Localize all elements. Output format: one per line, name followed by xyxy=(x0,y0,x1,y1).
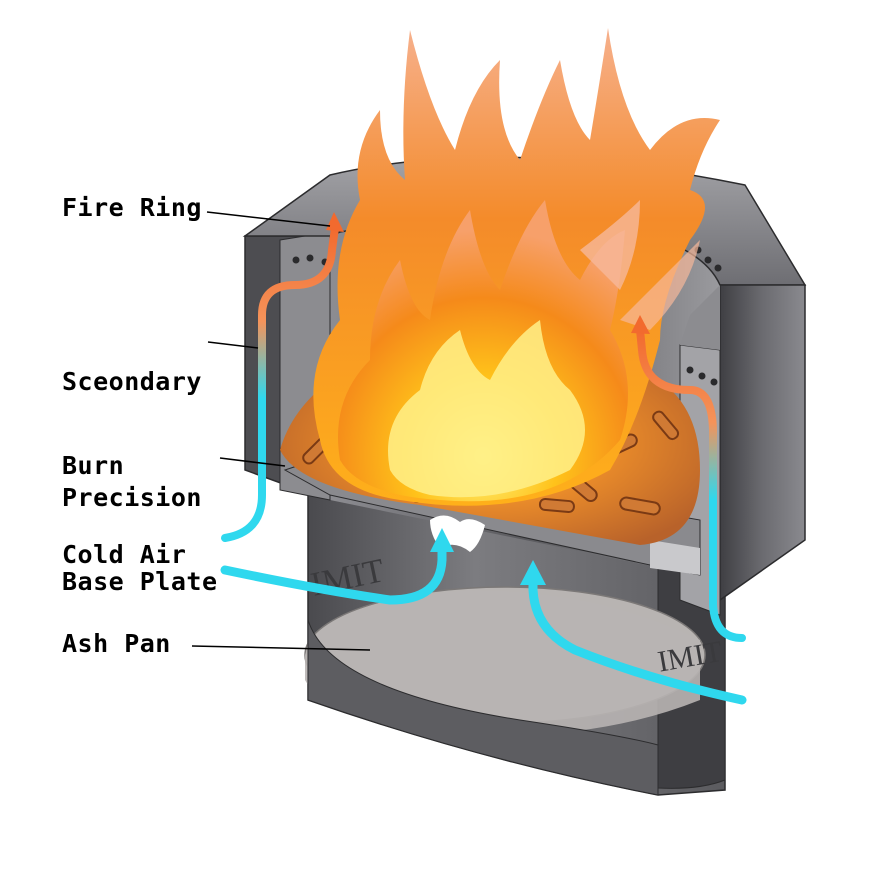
cold-air-arrow-right-head xyxy=(520,560,546,585)
flames xyxy=(313,28,720,506)
cold-air-label: Cold Air xyxy=(62,540,187,569)
ash-pan-label: Ash Pan xyxy=(62,629,171,658)
fire-ring-label: Fire Ring xyxy=(62,193,202,222)
airflow-arrows xyxy=(220,212,747,705)
right-arrow-head xyxy=(631,315,650,334)
leader-lines xyxy=(191,211,371,651)
secondary-burn-label: Sceondary Burn xyxy=(62,312,202,508)
cold-air-arrow-left xyxy=(220,540,447,605)
base-plate-label-line1: Precision xyxy=(62,483,202,512)
left-arrow-head xyxy=(326,212,344,232)
right-secondary-air-arrow xyxy=(636,326,746,642)
left-secondary-air-arrow xyxy=(221,224,339,542)
secondary-burn-label-line1: Sceondary xyxy=(62,367,202,396)
secondary-burn-label-line2: Burn xyxy=(62,451,125,480)
base-plate-leader xyxy=(219,457,286,467)
fire-ring-leader xyxy=(206,211,331,227)
base-plate-label-line2: Base Plate xyxy=(62,567,218,596)
ash-pan-leader xyxy=(191,645,371,651)
base-plate-label: Precision Base Plate xyxy=(62,428,218,624)
cold-air-arrow-left-head xyxy=(430,528,454,552)
secondary-burn-leader xyxy=(207,341,259,349)
cold-air-arrow-right xyxy=(528,573,747,705)
